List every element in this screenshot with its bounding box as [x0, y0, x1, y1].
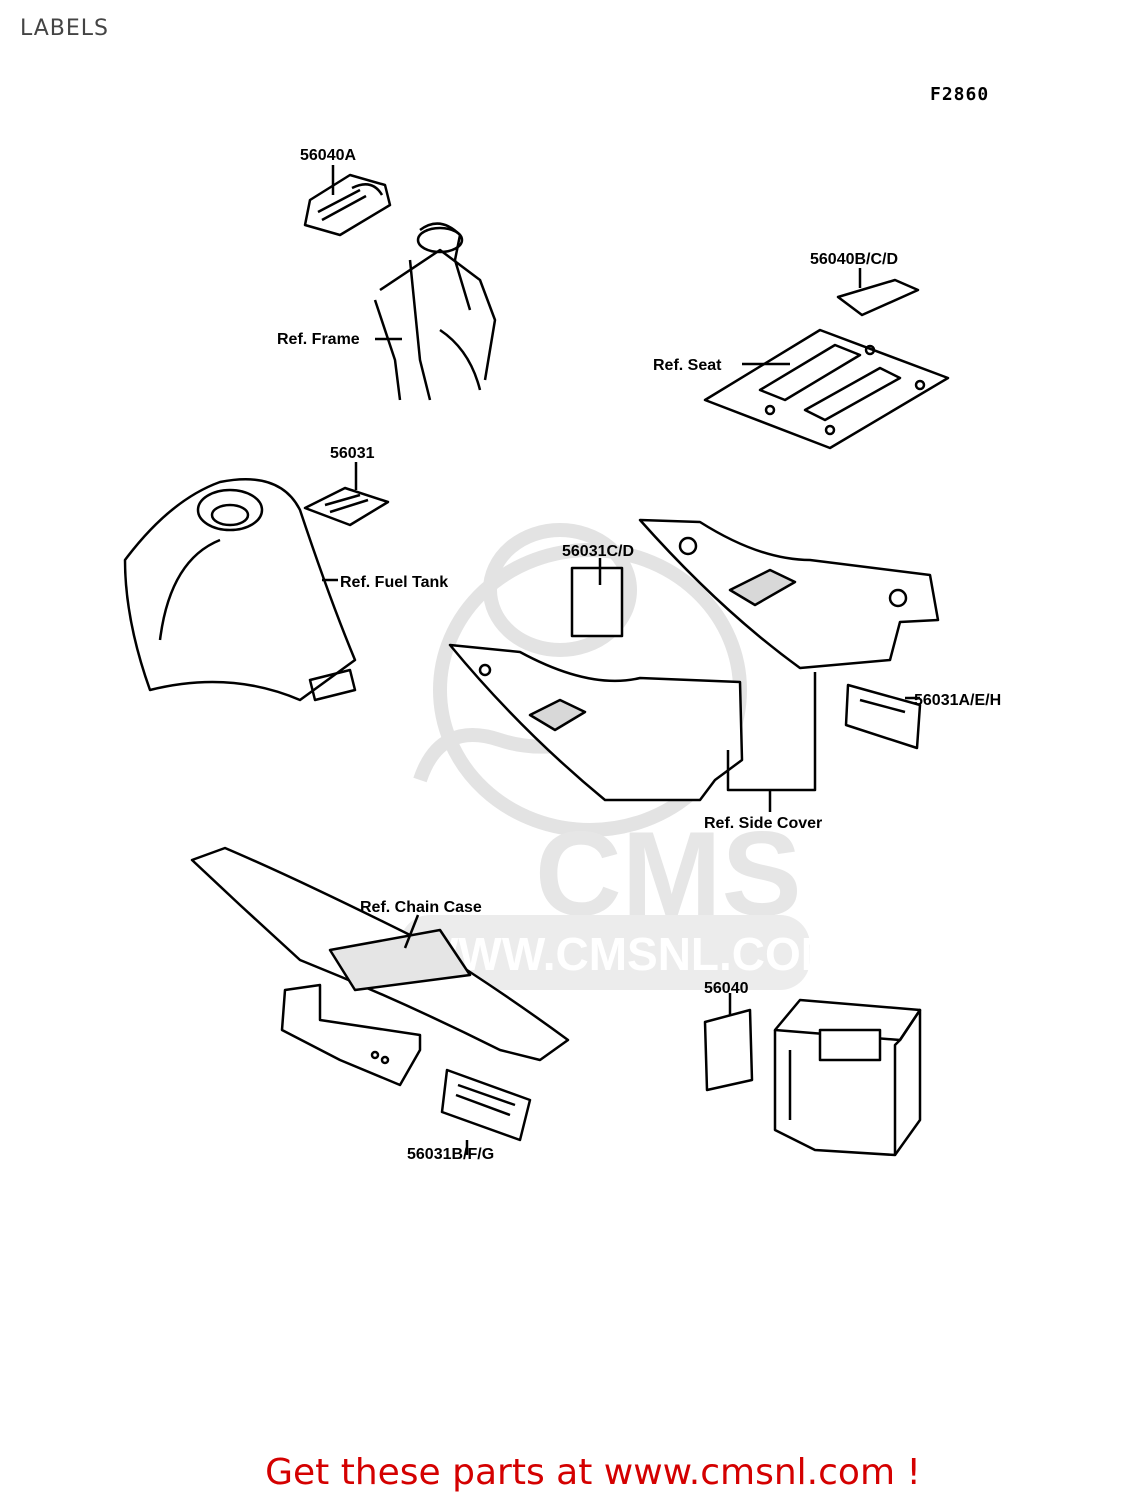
watermark-url: WWW.CMSNL.COM — [415, 928, 839, 980]
callout-56031aeh: 56031A/E/H — [914, 692, 1001, 709]
label-56031cd-part[interactable] — [570, 566, 624, 638]
page-title: LABELS — [20, 16, 110, 41]
callout-ref-chain-case: Ref. Chain Case — [360, 899, 482, 916]
callout-ref-fuel-tank: Ref. Fuel Tank — [340, 574, 448, 591]
label-56031-part[interactable] — [303, 486, 390, 527]
callout-56040: 56040 — [704, 980, 749, 997]
label-56040-part[interactable] — [703, 1008, 754, 1092]
chain-case-part — [190, 846, 570, 1087]
battery-part — [773, 998, 922, 1157]
callout-56031cd: 56031C/D — [562, 543, 634, 560]
label-56040bcd-part[interactable] — [836, 278, 920, 317]
callout-56040a: 56040A — [300, 147, 356, 164]
watermark-url-bar — [400, 915, 810, 990]
callout-ref-side-cover: Ref. Side Cover — [704, 815, 822, 832]
left-side-cover-part — [448, 643, 744, 802]
callout-56031bfg: 56031B/F/G — [407, 1146, 494, 1163]
callout-56040bcd: 56040B/C/D — [810, 251, 898, 268]
fuel-tank-part — [123, 478, 357, 702]
label-56031bfg-part[interactable] — [440, 1068, 532, 1142]
label-56040a-part[interactable] — [303, 173, 392, 237]
footer-text[interactable]: Get these parts at www.cmsnl.com ! — [265, 1452, 921, 1493]
footer-promo[interactable]: Get these parts at www.cmsnl.com ! — [0, 1452, 1146, 1493]
right-side-cover-part — [638, 518, 940, 670]
callout-56031: 56031 — [330, 445, 375, 462]
figure-code: F2860 — [930, 84, 990, 105]
seat-part — [703, 328, 950, 450]
callout-ref-frame: Ref. Frame — [277, 331, 360, 348]
frame-part — [373, 222, 497, 401]
label-56031aeh-part[interactable] — [844, 683, 922, 750]
callout-ref-seat: Ref. Seat — [653, 357, 722, 374]
